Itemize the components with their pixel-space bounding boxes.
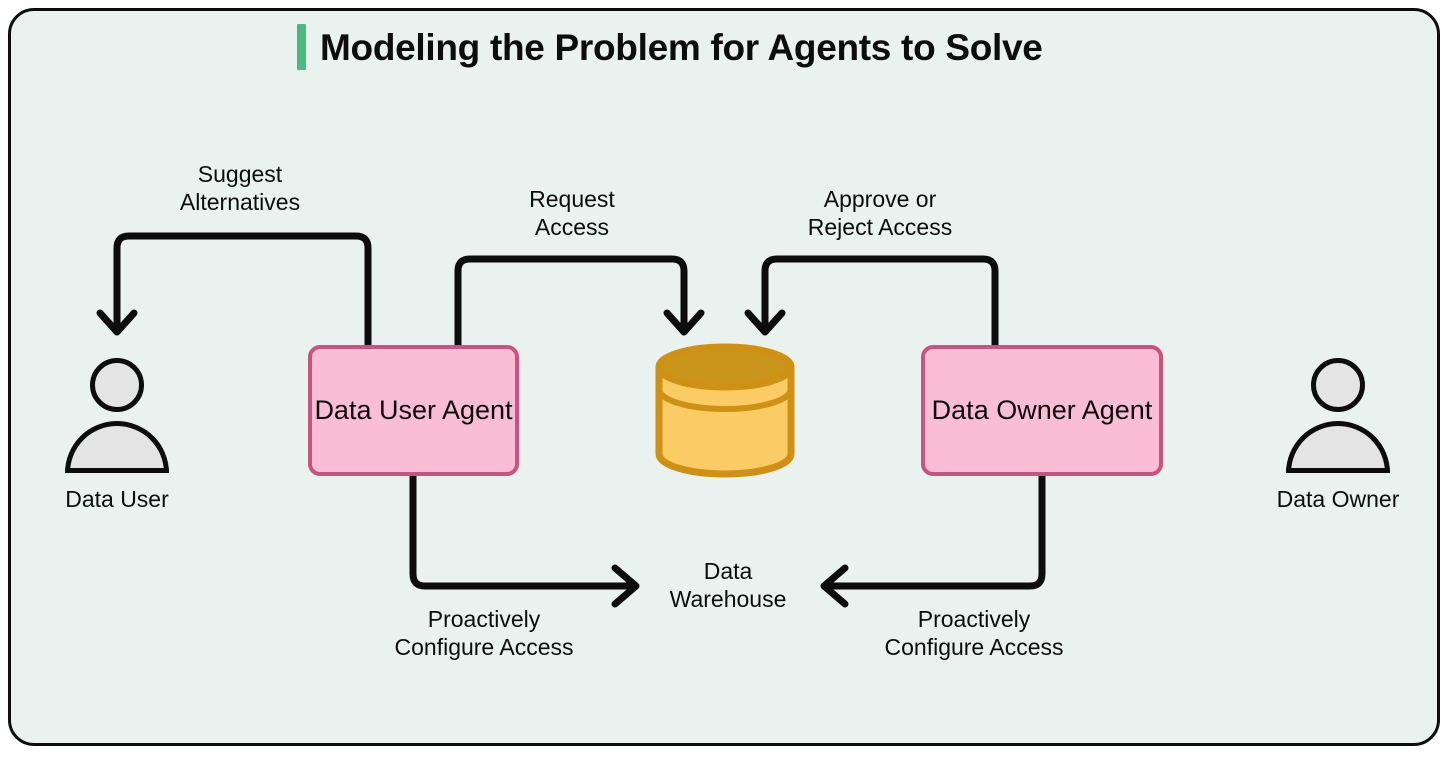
page-title: Modeling the Problem for Agents to Solve <box>297 24 1043 70</box>
person-head-icon <box>1311 358 1365 412</box>
edge-label-proactively-configure-access-left: Proactively Configure Access <box>394 606 574 660</box>
node-data-owner-agent-label: Data Owner Agent <box>931 394 1153 425</box>
title-accent-bar <box>297 24 306 70</box>
edge-label-approve-or-reject-access: Approve or Reject Access <box>807 186 953 240</box>
node-data-user-agent-label: Data User Agent <box>314 394 513 425</box>
edge-label-suggest-alternatives: Suggest Alternatives <box>179 161 301 215</box>
actor-data-owner-label: Data Owner <box>1276 486 1400 512</box>
edge-label-request-access: Request Access <box>529 186 615 240</box>
node-data-owner-agent[interactable]: Data Owner Agent <box>921 345 1163 476</box>
database-cylinder-icon <box>655 343 795 478</box>
person-head-icon <box>90 358 144 412</box>
node-data-warehouse-label: Data Warehouse <box>669 558 787 612</box>
page-title-text: Modeling the Problem for Agents to Solve <box>320 26 1043 68</box>
edge-label-proactively-configure-access-right: Proactively Configure Access <box>884 606 1064 660</box>
actor-data-user-label: Data User <box>65 486 169 512</box>
node-data-user-agent[interactable]: Data User Agent <box>308 345 519 476</box>
